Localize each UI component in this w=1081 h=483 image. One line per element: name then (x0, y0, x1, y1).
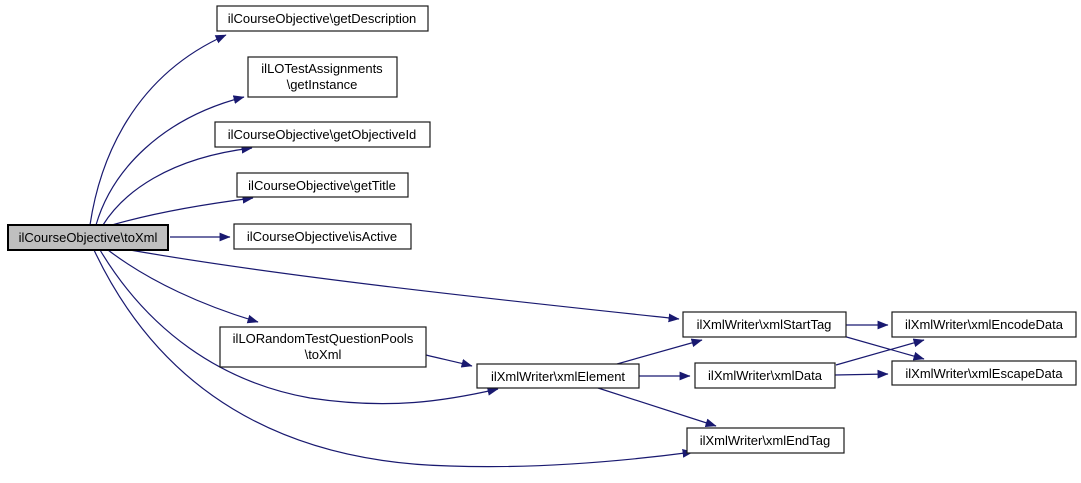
node-box (214, 121, 431, 148)
node-ilxmlwriter-xmldata[interactable]: ilXmlWriter\xmlData (694, 362, 836, 389)
node-box (236, 172, 409, 198)
node-box (7, 224, 169, 251)
edge-toxml-xmlendtag (93, 249, 694, 468)
node-ilxmlwriter-xmlelement[interactable]: ilXmlWriter\xmlElement (476, 363, 640, 389)
node-illotestassignments-getinstance[interactable]: ilLOTestAssignments \getInstance (247, 56, 398, 98)
edge-poolstoxml-xmlelement (425, 354, 473, 368)
node-label: ilXmlWriter\xmlElement (491, 369, 625, 384)
node-box (694, 362, 836, 389)
node-box (216, 5, 429, 32)
node-label-line2: \getInstance (287, 77, 358, 92)
edge-toxml-getinstance (95, 95, 245, 226)
edge-toxml-poolstoxml (107, 249, 259, 324)
node-illorandomtestquestionpools-toxml[interactable]: ilLORandomTestQuestionPools \toXml (219, 326, 427, 368)
node-ilcourseobjective-gettitle[interactable]: ilCourseObjective\getTitle (236, 172, 409, 198)
edge-xmldata-xmlescapedata (834, 369, 889, 379)
node-label: ilCourseObjective\toXml (19, 230, 158, 245)
edge-xmlelement-xmlstarttag (616, 338, 703, 365)
edge-toxml-xmlelement (99, 249, 499, 405)
edge-toxml-getobjectiveid (102, 144, 253, 226)
edge-toxml-xmlstarttag (129, 249, 680, 323)
node-label: ilCourseObjective\isActive (247, 229, 397, 244)
node-box (476, 363, 640, 389)
node-ilxmlwriter-xmlescapedata[interactable]: ilXmlWriter\xmlEscapeData (891, 360, 1077, 386)
node-box (891, 360, 1077, 386)
node-label: ilXmlWriter\xmlEndTag (700, 433, 831, 448)
node-ilcourseobjective-getdescription[interactable]: ilCourseObjective\getDescription (216, 5, 429, 32)
edge-xmlstarttag-xmlescapedata (842, 335, 925, 361)
node-ilcourseobjective-isactive[interactable]: ilCourseObjective\isActive (233, 223, 412, 250)
node-label: ilXmlWriter\xmlStartTag (697, 317, 832, 332)
node-box (233, 223, 412, 250)
node-box (891, 311, 1077, 338)
node-ilcourseobjective-toxml: ilCourseObjective\toXml (7, 224, 169, 251)
edge-xmldata-xmlencodedata (835, 338, 925, 366)
node-label: ilXmlWriter\xmlEscapeData (905, 366, 1063, 381)
node-label-line2: \toXml (305, 347, 342, 362)
node-box (247, 56, 398, 98)
node-box (219, 326, 427, 368)
node-label: ilXmlWriter\xmlEncodeData (905, 317, 1064, 332)
node-label-line1: ilLORandomTestQuestionPools (233, 331, 414, 346)
node-label: ilCourseObjective\getDescription (228, 11, 417, 26)
node-label-line1: ilLOTestAssignments (261, 61, 383, 76)
node-ilxmlwriter-xmlendtag[interactable]: ilXmlWriter\xmlEndTag (686, 427, 845, 454)
node-ilxmlwriter-xmlstarttag[interactable]: ilXmlWriter\xmlStartTag (682, 311, 847, 338)
node-ilxmlwriter-xmlencodedata[interactable]: ilXmlWriter\xmlEncodeData (891, 311, 1077, 338)
edge-layer (89, 34, 925, 468)
edge-toxml-gettitle (111, 194, 254, 226)
node-box (686, 427, 845, 454)
node-label: ilCourseObjective\getTitle (248, 178, 396, 193)
node-label: ilXmlWriter\xmlData (708, 368, 823, 383)
node-ilcourseobjective-getobjectiveid[interactable]: ilCourseObjective\getObjectiveId (214, 121, 431, 148)
node-label: ilCourseObjective\getObjectiveId (228, 127, 417, 142)
edge-toxml-getdescription (89, 34, 227, 226)
edge-xmlelement-xmlendtag (597, 387, 717, 427)
node-box (682, 311, 847, 338)
